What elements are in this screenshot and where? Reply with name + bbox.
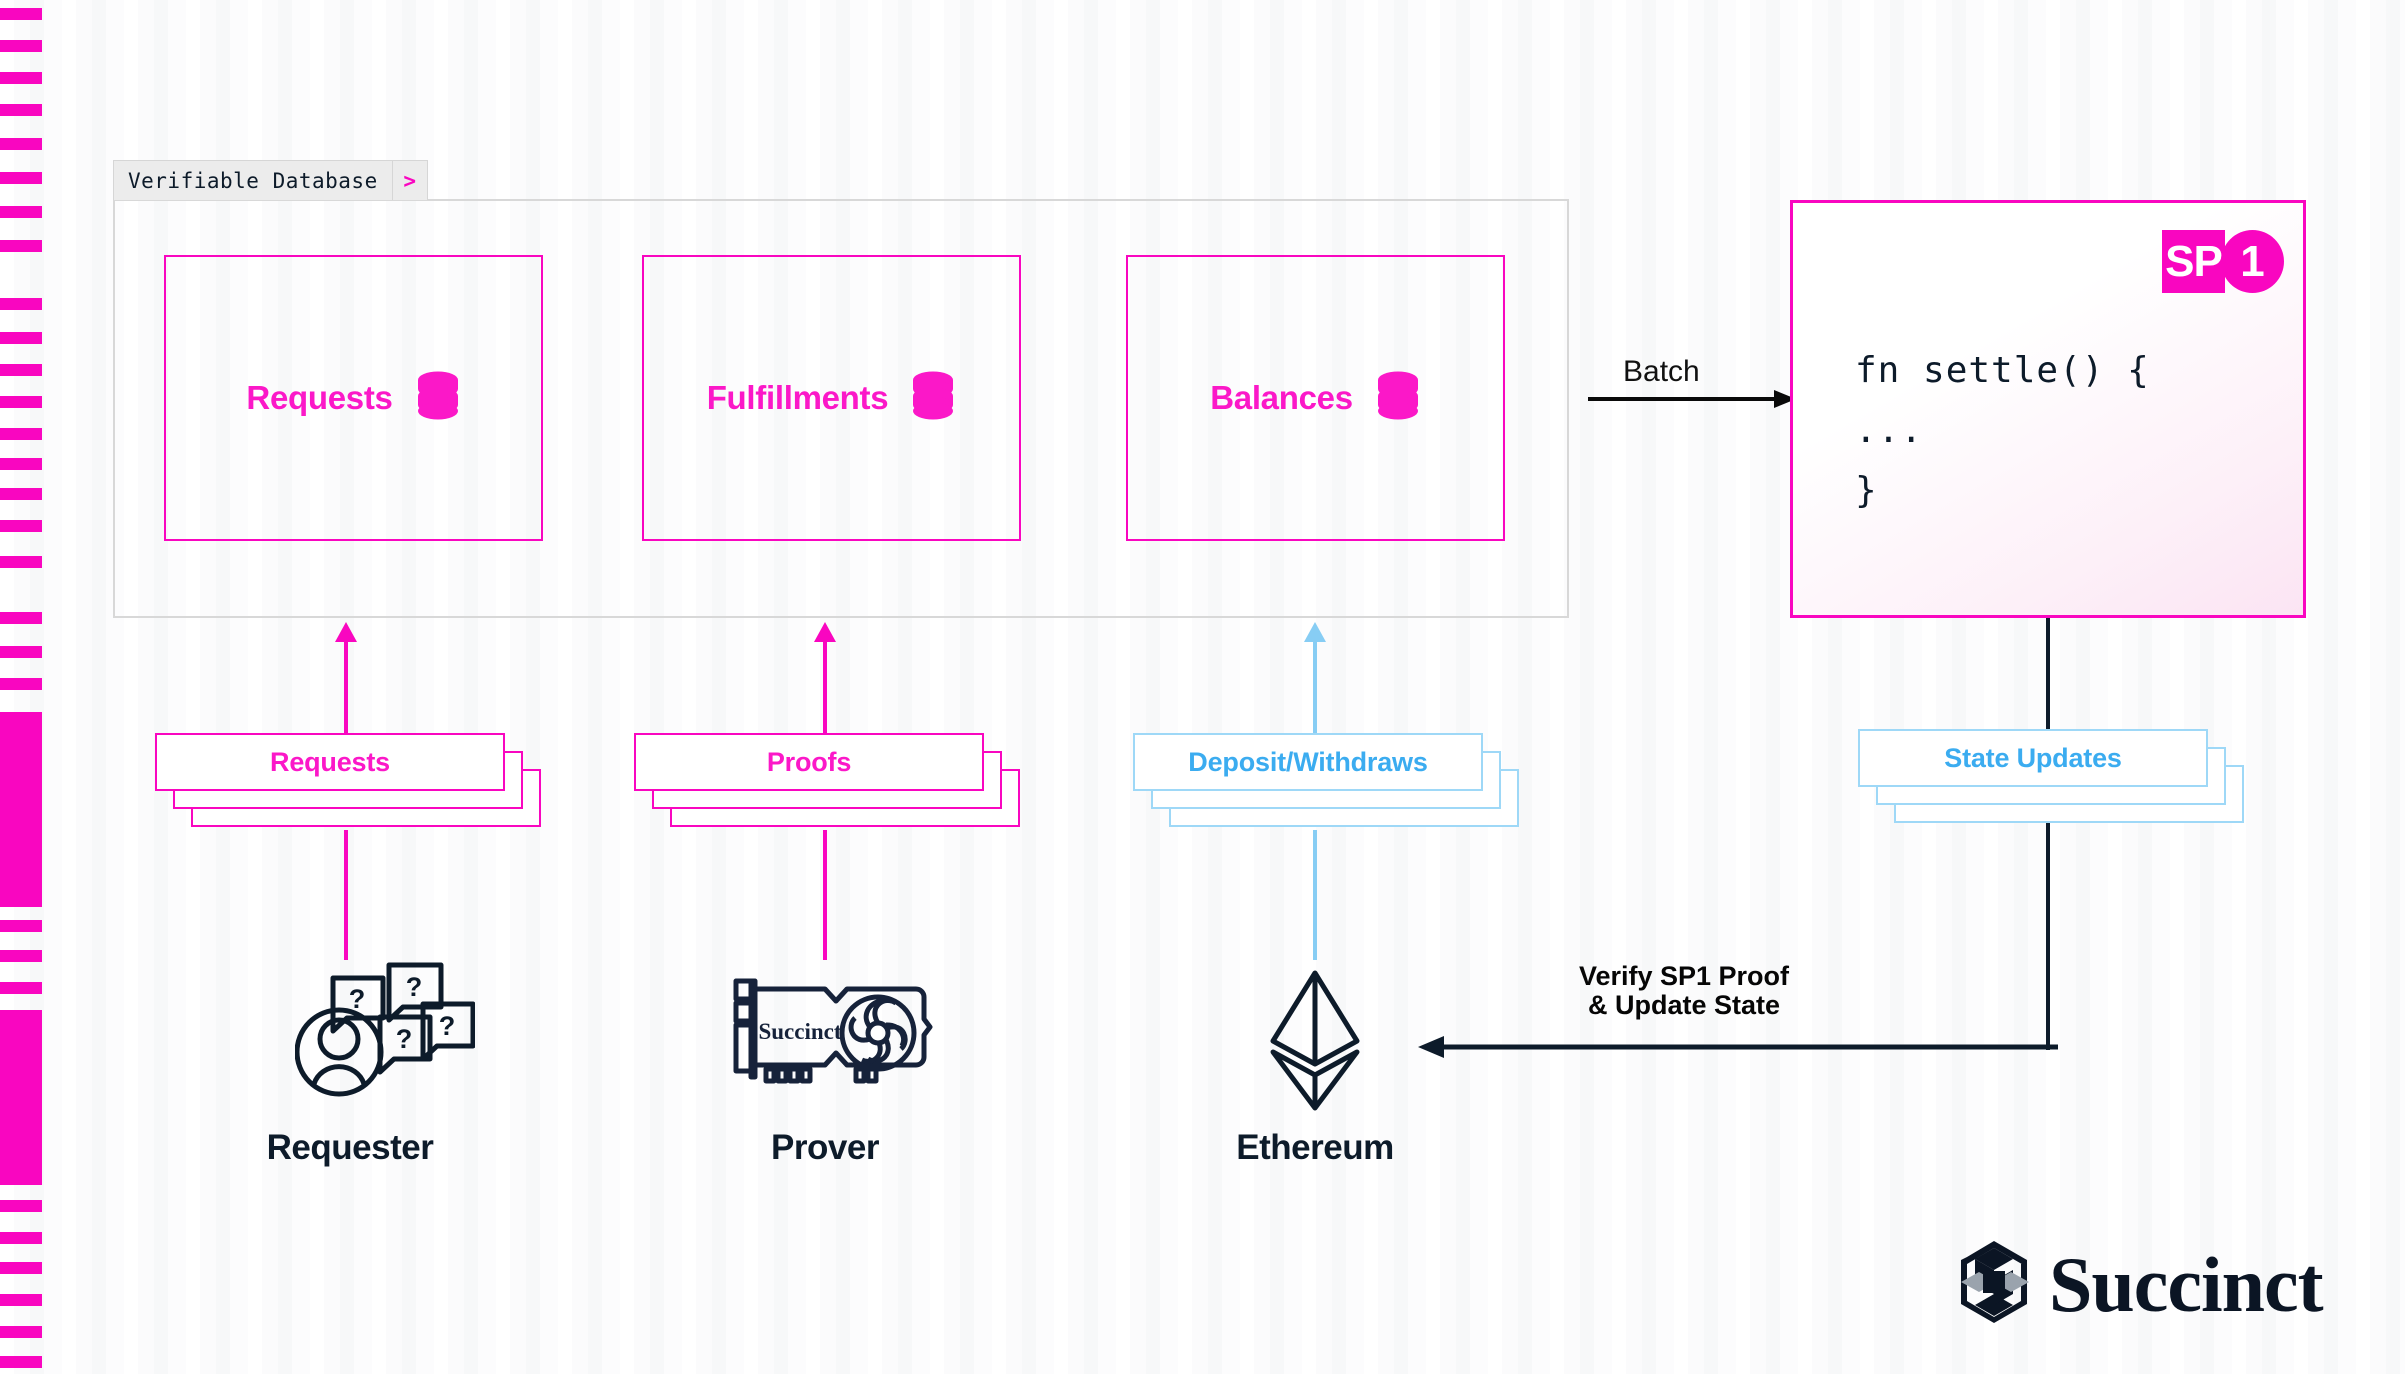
barcode-bar xyxy=(0,8,42,20)
connector-prover-stem xyxy=(823,830,827,960)
actor-label-requester: Requester xyxy=(266,1128,434,1167)
queue-card-label: Requests xyxy=(270,746,390,777)
card-stack-layer-front[interactable]: Requests xyxy=(155,733,505,791)
actor-label-prover: Prover xyxy=(771,1128,879,1167)
sp1-badge-number: 1 xyxy=(2221,230,2284,293)
sp1-code-snippet: fn settle() { ... } xyxy=(1855,350,2150,511)
barcode-bar xyxy=(0,556,42,568)
barcode-bar xyxy=(0,104,42,116)
succinct-logo-icon xyxy=(1957,1241,2031,1328)
ethereum-icon xyxy=(1265,968,1365,1118)
barcode-bar xyxy=(0,678,42,690)
barcode-bar xyxy=(0,982,42,994)
card-stack-layer-front[interactable]: State Updates xyxy=(1858,729,2208,787)
connector-requests-up xyxy=(344,640,348,755)
database-icon xyxy=(1375,371,1421,426)
barcode-bar xyxy=(0,1262,42,1274)
db-table-label: Requests xyxy=(246,379,393,416)
barcode-bar xyxy=(0,458,42,470)
barcode-bar xyxy=(0,428,42,440)
barcode-bar xyxy=(0,206,42,218)
sp1-badge: SP 1 xyxy=(2162,230,2284,293)
chevron-right-icon[interactable]: > xyxy=(392,160,428,200)
connector-requester-stem xyxy=(344,830,348,960)
barcode-bar xyxy=(0,40,42,52)
user-with-questions-icon: ? ? ? ? xyxy=(294,960,476,1105)
svg-text:?: ? xyxy=(406,972,423,1002)
sp1-program-box[interactable]: SP 1 fn settle() { ... } xyxy=(1790,200,2306,618)
succinct-logo: Succinct xyxy=(1957,1240,2324,1328)
db-table-label: Balances xyxy=(1210,379,1353,416)
svg-text:?: ? xyxy=(439,1011,456,1041)
barcode-bar xyxy=(0,364,42,376)
barcode-bar xyxy=(0,1294,42,1306)
arrowhead-deposits-up xyxy=(1304,622,1326,642)
batch-label: Batch xyxy=(1623,355,1700,388)
barcode-bar xyxy=(0,920,42,932)
barcode-bar xyxy=(0,332,42,344)
barcode-bar xyxy=(0,396,42,408)
barcode-bar xyxy=(0,520,42,532)
barcode-bar xyxy=(0,138,42,150)
connector-sp1-to-state-updates xyxy=(2046,618,2050,751)
database-icon xyxy=(415,371,461,426)
card-stack-layer-front[interactable]: Proofs xyxy=(634,733,984,791)
queue-card-requests[interactable]: Requests xyxy=(155,733,555,833)
verifiable-database-tab[interactable]: Verifiable Database > xyxy=(113,160,428,200)
barcode-bar xyxy=(0,612,42,624)
db-table-balances[interactable]: Balances xyxy=(1126,255,1505,541)
queue-card-label: Proofs xyxy=(766,746,852,777)
queue-card-label: State Updates xyxy=(1944,742,2122,773)
connector-state-updates-down xyxy=(2046,820,2050,1050)
barcode-bar xyxy=(0,1232,42,1244)
queue-card-state-updates[interactable]: State Updates xyxy=(1858,729,2258,829)
arrowhead-proofs-up xyxy=(814,622,836,642)
barcode-bar xyxy=(0,950,42,962)
barcode-bar xyxy=(0,1200,42,1212)
queue-card-label: Deposit/Withdraws xyxy=(1188,746,1428,777)
barcode-bar xyxy=(0,488,42,500)
barcode-bar xyxy=(0,72,42,84)
queue-card-deposit-withdraws[interactable]: Deposit/Withdraws xyxy=(1133,733,1533,833)
verifiable-database-tab-label: Verifiable Database xyxy=(113,160,393,200)
verifiable-database-panel xyxy=(113,199,1569,618)
svg-text:?: ? xyxy=(396,1024,413,1054)
succinct-wordmark: Succinct xyxy=(2049,1240,2324,1328)
svg-text:?: ? xyxy=(349,984,366,1014)
queue-card-proofs[interactable]: Proofs xyxy=(634,733,1034,833)
db-table-fulfillments[interactable]: Fulfillments xyxy=(642,255,1021,541)
verify-sp1-proof-label: Verify SP1 Proof & Update State xyxy=(1578,962,1790,1020)
arrowhead-requests-up xyxy=(335,622,357,642)
svg-text:Succinct: Succinct xyxy=(758,1019,841,1044)
sp1-badge-sp-text: SP xyxy=(2162,230,2225,293)
barcode-bar xyxy=(0,1356,42,1368)
barcode-bar xyxy=(0,646,42,658)
connector-proofs-up xyxy=(823,640,827,755)
barcode-block xyxy=(0,712,42,907)
barcode-bar xyxy=(0,298,42,310)
barcode-bar xyxy=(0,172,42,184)
card-stack-layer-front[interactable]: Deposit/Withdraws xyxy=(1133,733,1483,791)
barcode-block xyxy=(0,1010,42,1185)
db-table-label: Fulfillments xyxy=(706,379,889,416)
connector-deposits-up xyxy=(1313,640,1317,755)
db-table-requests[interactable]: Requests xyxy=(164,255,543,541)
verify-label-line1: Verify SP1 Proof xyxy=(1578,961,1790,991)
actor-label-ethereum: Ethereum xyxy=(1236,1128,1394,1167)
gpu-card-icon: Succinct xyxy=(718,973,936,1098)
barcode-bar xyxy=(0,240,42,252)
connector-ethereum-stem xyxy=(1313,830,1317,960)
verify-label-line2: & Update State xyxy=(1587,990,1781,1020)
database-icon xyxy=(910,371,956,426)
barcode-bar xyxy=(0,1326,42,1338)
barcode-strip xyxy=(0,0,42,1374)
